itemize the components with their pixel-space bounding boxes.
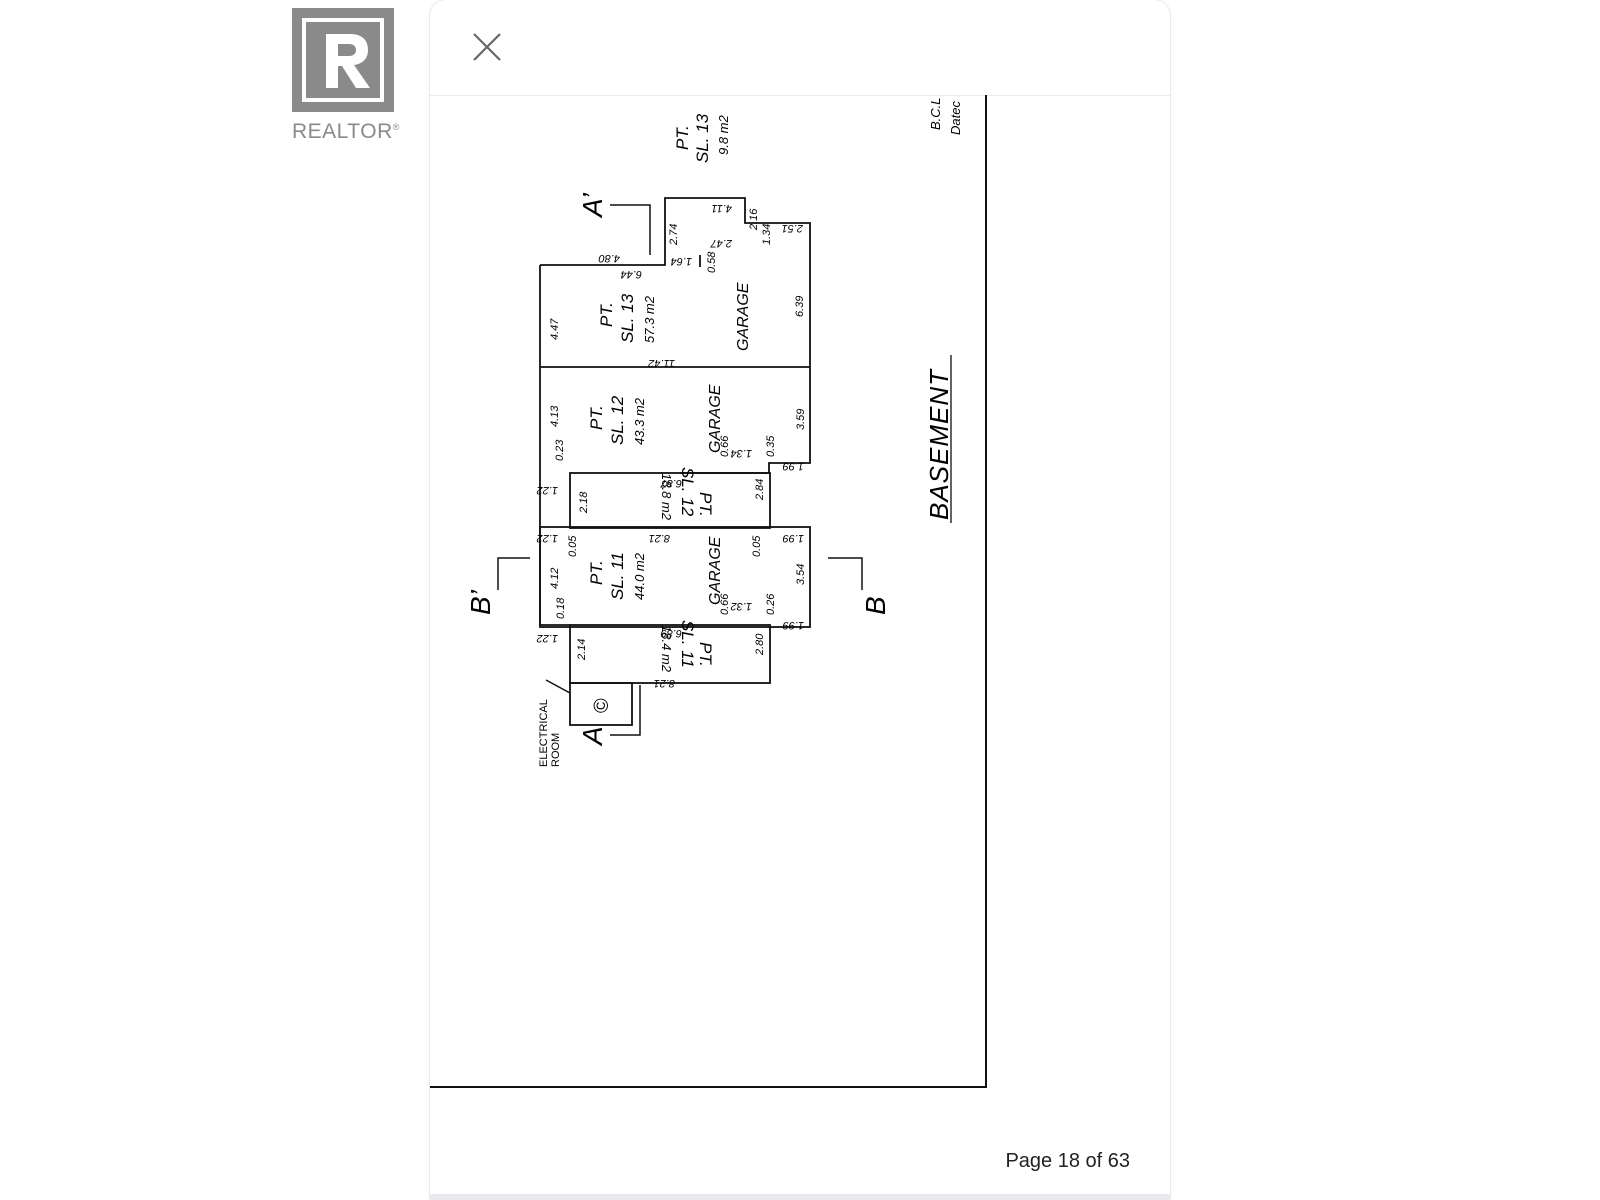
page-indicator: Page 18 of 63	[1005, 1150, 1130, 1172]
plan-label: 44.0 m2	[632, 552, 647, 600]
plan-label: 0.35	[765, 435, 777, 457]
plan-label: 2.14	[576, 639, 588, 661]
plan-label: PT.	[597, 302, 616, 327]
plan-label: 2.74	[668, 224, 680, 246]
plan-label: 0.66	[719, 593, 731, 615]
plan-label: 2.18	[578, 491, 590, 514]
lot-12-small: PT. SL. 12 18.8 m2	[659, 467, 715, 521]
plan-label: 4.47	[549, 318, 561, 340]
plan-label: 6.44	[621, 268, 642, 280]
viewer-header	[430, 0, 1170, 96]
plan-label: 2.47	[710, 237, 733, 249]
electrical-symbol: ©	[591, 698, 613, 713]
plan-label: 3.59	[795, 409, 807, 430]
floor-plan-page: B.C.L Datec BASEMENT A’ A B’ B	[430, 95, 987, 1088]
plan-label: 1.99	[783, 532, 804, 544]
plan-label: 43.3 m2	[632, 397, 647, 445]
plan-label: SL. 11	[678, 620, 697, 668]
plan-label: SL. 13	[693, 113, 712, 163]
plan-label: 0.58	[706, 251, 718, 273]
plan-label: 4.13	[549, 405, 561, 427]
plan-label: 18.4 m2	[659, 625, 674, 673]
plan-label: 1.32	[731, 600, 752, 612]
plan-label: 1.22	[537, 532, 558, 544]
bottom-divider	[430, 1194, 1170, 1200]
lot-11-small: PT. SL. 11 18.4 m2	[659, 620, 715, 673]
plan-label: SL. 12	[608, 395, 627, 445]
page-border	[430, 95, 987, 1088]
plan-label: 1.99	[783, 619, 804, 631]
plan-label: PT.	[587, 560, 606, 585]
lot-13: PT. SL. 13 57.3 m2 GARAGE	[597, 282, 752, 351]
document-viewer: B.C.L Datec BASEMENT A’ A B’ B	[430, 0, 1170, 1200]
plan-label: 3.54	[795, 564, 807, 585]
plan-label: 11.42	[648, 357, 675, 369]
section-markers	[497, 204, 863, 736]
plan-label: GARAGE	[735, 282, 752, 351]
plan-label: SL. 13	[618, 293, 637, 343]
lot-12: PT. SL. 12 43.3 m2 GARAGE	[587, 384, 724, 453]
plan-label: 1.22	[537, 484, 558, 496]
plan-label: 1.34	[761, 224, 773, 245]
realtor-r-logo-icon	[292, 8, 394, 112]
building-outline	[539, 197, 811, 726]
plan-label: GARAGE	[707, 536, 724, 605]
close-icon[interactable]	[470, 30, 504, 64]
realtor-wordmark: REALTOR®	[292, 120, 400, 143]
section-a-label: A	[577, 726, 608, 747]
plan-label: 0.66	[719, 435, 731, 457]
plan-label: PT.	[696, 492, 715, 517]
section-a-prime-label: A’	[577, 192, 608, 219]
realtor-logo[interactable]: REALTOR®	[292, 8, 404, 143]
plan-label: 6.39	[794, 296, 806, 317]
plan-label: 2.80	[754, 633, 766, 656]
section-b-prime-label: B’	[465, 589, 496, 615]
plan-label: 6.87	[660, 477, 682, 489]
plan-label: 1.34	[731, 447, 752, 459]
plan-label: 0.05	[751, 535, 763, 557]
plan-label: 4.11	[711, 202, 732, 214]
edge-text-dated: Datec	[948, 101, 963, 135]
plan-label: 1.99	[783, 460, 804, 472]
plan-label: 4.80	[598, 252, 620, 264]
edge-text-bcl: B.C.L	[928, 97, 943, 130]
plan-label: 18.8 m2	[659, 473, 674, 521]
plan-label: PT.	[696, 642, 715, 667]
plan-label: 0.05	[567, 535, 579, 557]
plan-label: GARAGE	[707, 384, 724, 453]
plan-label: 1.64	[671, 255, 692, 267]
plan-label: PT.	[587, 405, 606, 430]
electrical-room-label: ELECTRICAL	[538, 699, 550, 767]
plan-label: 2.84	[754, 479, 766, 501]
plan-label: 8.21	[654, 677, 675, 689]
plan-label: SL. 12	[678, 467, 697, 517]
electrical-room-label-2: ROOM	[550, 733, 562, 767]
section-b-label: B	[860, 596, 891, 615]
plan-label: 9.8 m2	[716, 114, 731, 155]
plan-label: PT.	[673, 125, 692, 150]
basement-title: BASEMENT	[924, 368, 954, 520]
lot-11: PT. SL. 11 44.0 m2 GARAGE	[587, 536, 724, 605]
plan-label: 0.26	[765, 593, 777, 615]
plan-label: 2.51	[782, 222, 804, 234]
plan-label: SL. 11	[608, 552, 627, 600]
plan-label: 4.12	[549, 568, 561, 589]
plan-label: 2.16	[748, 208, 760, 231]
plan-label: 6.89	[661, 627, 682, 639]
plan-label: 0.18	[555, 597, 567, 619]
plan-label: 1.22	[537, 632, 558, 644]
plan-label: 0.23	[554, 439, 566, 461]
plan-label: 8.21	[649, 532, 670, 544]
lot-13-small: PT. SL. 13 9.8 m2	[673, 113, 731, 163]
plan-label: 57.3 m2	[642, 295, 657, 343]
dimension-labels: 4.80 6.44 1.64 0.58 2.74 4.11 2.47 2.16 …	[537, 202, 807, 689]
